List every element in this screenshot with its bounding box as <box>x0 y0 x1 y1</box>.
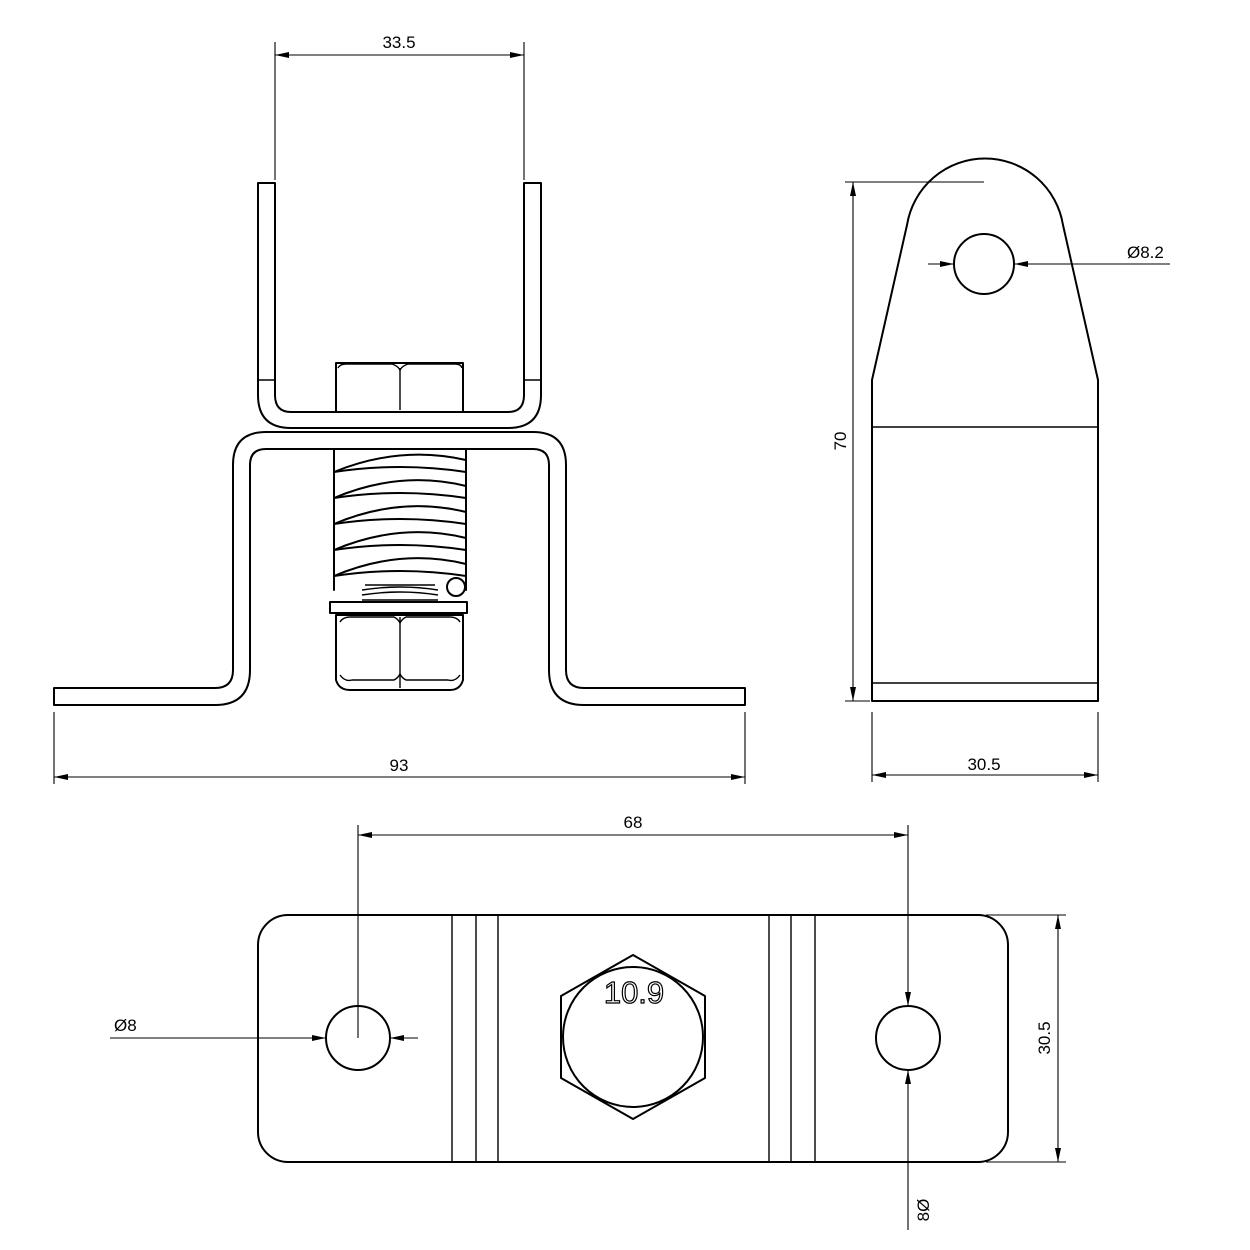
bolt-grade-marking: 10.9 <box>604 975 664 1010</box>
bolt-head: 10.9 <box>560 954 706 1120</box>
dim-plate-width: 30.5 <box>986 914 1066 1163</box>
dim-hole-right: 8Ø <box>905 992 933 1230</box>
dim-label-93: 93 <box>390 756 409 775</box>
dim-hole-spacing: 68 <box>357 813 909 1038</box>
dim-label-o8: Ø8 <box>114 1016 137 1035</box>
side-view: Ø8.2 70 30.5 <box>831 157 1170 782</box>
bottom-nut <box>335 614 464 691</box>
dim-hole-left: Ø8 <box>110 1016 418 1041</box>
spring <box>333 449 467 601</box>
dim-label-68: 68 <box>624 813 643 832</box>
dim-side-width: 30.5 <box>871 712 1099 782</box>
plan-view: 10.9 68 Ø8 8Ø <box>110 813 1066 1230</box>
side-hole <box>953 233 1015 295</box>
dim-top-width: 33.5 <box>274 33 525 180</box>
dim-label-30-5-plate: 30.5 <box>1035 1021 1054 1054</box>
dim-label-8o: 8Ø <box>914 1199 933 1222</box>
dim-side-height: 70 <box>831 181 984 702</box>
side-profile <box>871 157 1099 702</box>
plate-hole-right <box>875 1005 941 1071</box>
top-nut <box>335 362 464 413</box>
dim-overall-width: 93 <box>53 712 746 784</box>
dim-label-o8-2: Ø8.2 <box>1127 243 1164 262</box>
dim-label-33-5: 33.5 <box>382 33 415 52</box>
base-plate <box>257 914 1009 1163</box>
dim-label-30-5-side: 30.5 <box>967 755 1000 774</box>
lower-bracket <box>53 431 746 706</box>
front-view: 33.5 93 <box>53 33 746 784</box>
washer <box>329 601 468 614</box>
upper-bracket <box>257 182 542 429</box>
dim-side-hole: Ø8.2 <box>928 243 1170 267</box>
dim-label-70: 70 <box>831 432 850 451</box>
